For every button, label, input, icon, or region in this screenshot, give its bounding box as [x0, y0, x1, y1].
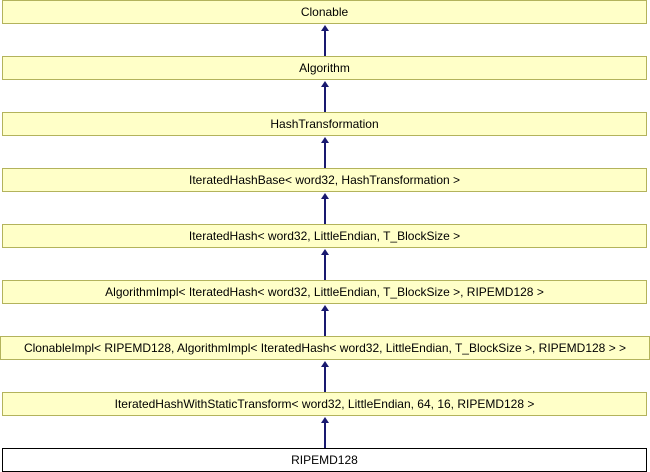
arrow-head-icon [321, 305, 329, 311]
arrow-line [324, 143, 326, 168]
arrow-line [324, 87, 326, 112]
arrow-head-icon [321, 361, 329, 367]
class-node-iterated-hash-with-static-transform[interactable]: IteratedHashWithStaticTransform< word32,… [2, 392, 647, 416]
inheritance-arrow-hash-transformation-to-algorithm [0, 80, 650, 112]
inheritance-arrow-iterated-hash-to-iterated-hash-base [0, 192, 650, 224]
inheritance-arrow-clonable-impl-to-algorithm-impl [0, 304, 650, 336]
inheritance-arrow-ripemd128-to-iterated-hash-with-static-transform [0, 416, 650, 448]
arrow-line [324, 255, 326, 280]
arrow-line [324, 31, 326, 56]
class-node-algorithm-impl[interactable]: AlgorithmImpl< IteratedHash< word32, Lit… [2, 280, 647, 304]
arrow-head-icon [321, 193, 329, 199]
arrow-line [324, 311, 326, 336]
class-node-algorithm[interactable]: Algorithm [2, 56, 647, 80]
arrow-head-icon [321, 25, 329, 31]
inheritance-arrow-iterated-hash-base-to-hash-transformation [0, 136, 650, 168]
inheritance-arrow-algorithm-to-clonable [0, 24, 650, 56]
class-node-iterated-hash[interactable]: IteratedHash< word32, LittleEndian, T_Bl… [2, 224, 647, 248]
arrow-line [324, 423, 326, 448]
class-node-clonable[interactable]: Clonable [2, 0, 647, 24]
class-node-hash-transformation[interactable]: HashTransformation [2, 112, 647, 136]
class-node-clonable-impl[interactable]: ClonableImpl< RIPEMD128, AlgorithmImpl< … [0, 336, 650, 360]
inheritance-arrow-iterated-hash-with-static-transform-to-clonable-impl [0, 360, 650, 392]
arrow-line [324, 367, 326, 392]
arrow-head-icon [321, 137, 329, 143]
arrow-head-icon [321, 249, 329, 255]
arrow-head-icon [321, 81, 329, 87]
class-node-ripemd128: RIPEMD128 [2, 448, 647, 472]
arrow-head-icon [321, 417, 329, 423]
arrow-line [324, 199, 326, 224]
class-node-iterated-hash-base[interactable]: IteratedHashBase< word32, HashTransforma… [2, 168, 647, 192]
inheritance-arrow-algorithm-impl-to-iterated-hash [0, 248, 650, 280]
